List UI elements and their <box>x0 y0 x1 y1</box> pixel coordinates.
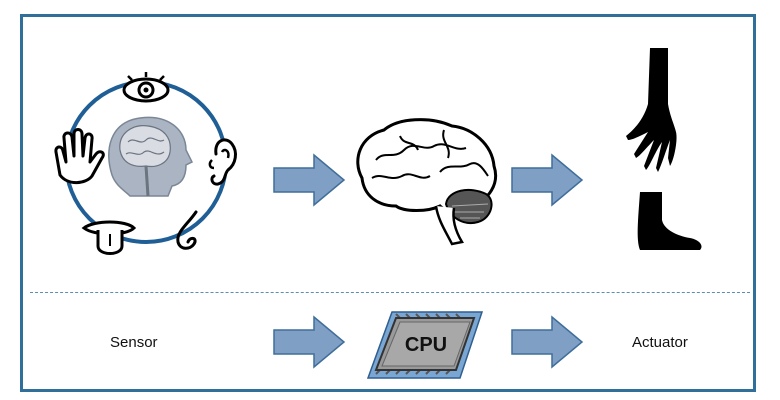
foot-icon <box>637 192 702 250</box>
brain-icon <box>356 118 497 246</box>
senses-group <box>54 72 237 255</box>
tongue-icon <box>81 220 137 255</box>
cpu-label: CPU <box>405 334 447 356</box>
arm-hand-icon <box>626 48 677 172</box>
brain-head-icon <box>108 116 194 197</box>
actuator-label: Actuator <box>632 334 688 351</box>
nose-icon <box>176 210 198 250</box>
ear-icon <box>208 138 237 186</box>
sensor-label: Sensor <box>110 334 158 351</box>
arrow-sensor-to-cpu <box>273 316 345 368</box>
arrow-brain-to-limbs <box>511 154 583 206</box>
arrow-senses-to-brain <box>273 154 345 206</box>
arrow-cpu-to-actuator <box>511 316 583 368</box>
eye-icon <box>122 72 170 103</box>
dashed-divider <box>30 292 750 293</box>
hand-icon <box>54 128 105 185</box>
cpu-chip-icon: CPU <box>366 311 484 379</box>
